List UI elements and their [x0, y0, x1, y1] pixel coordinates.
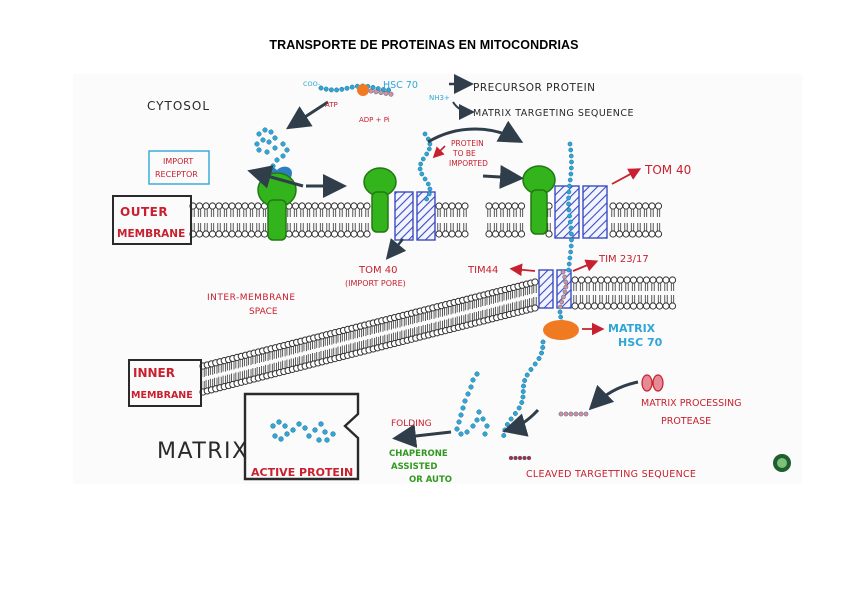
matrix-targeting-sequence-label: MATRIX TARGETING SEQUENCE — [473, 108, 634, 119]
arrow-targeting-seq — [452, 101, 475, 120]
matrix-processing-protease-shape — [641, 374, 664, 392]
chaperone-label-2: ASSISTED — [391, 462, 437, 472]
tom40-pore-1 — [394, 191, 436, 241]
whiteboard-background — [73, 74, 802, 484]
tim44-label: TIM44 — [467, 265, 498, 276]
outer-membrane-box — [112, 195, 192, 245]
arrow-to-cleaved — [502, 408, 540, 437]
tom40-pore-2 — [554, 185, 608, 239]
tim23-17-pore — [538, 269, 572, 309]
protein-to-be-imported-1: PROTEIN — [451, 139, 484, 148]
precursor-protein-label: PRECURSOR PROTEIN — [473, 82, 596, 94]
channel-logo-icon — [773, 454, 791, 472]
document-title: TRANSPORTE DE PROTEINAS EN MITOCONDRIAS — [269, 38, 579, 52]
active-protein-label: ACTIVE PROTEIN — [251, 466, 353, 479]
import-receptor-label-1: IMPORT — [163, 157, 193, 166]
matrix-hsc70-label-1: MATRIX — [608, 322, 656, 335]
protein-imported-pointer — [432, 145, 446, 159]
chaperone-label-3: OR AUTO — [409, 475, 452, 484]
inner-membrane-label-2: MEMBRANE — [131, 390, 193, 401]
membranes — [189, 202, 677, 396]
protein-to-be-imported-2: TO BE — [452, 149, 476, 158]
protein-to-be-imported-3: IMPORTED — [449, 159, 488, 168]
chaperone-label-1: CHAPERONE — [389, 449, 448, 459]
coo-label: COO- — [303, 80, 321, 88]
inner-membrane-box — [128, 359, 202, 407]
arrow-folding — [392, 424, 452, 448]
matrix-hsc70-label-2: HSC 70 — [618, 336, 663, 349]
import-receptor-label-2: RECEPTOR — [155, 170, 198, 179]
cleaved-targeting-sequence-label: CLEAVED TARGETTING SEQUENCE — [526, 469, 696, 480]
import-receptor-1 — [257, 166, 297, 241]
import-pore-label: (IMPORT PORE) — [345, 279, 406, 288]
tom40-pointer — [611, 168, 642, 185]
folding-label: FOLDING — [391, 419, 432, 429]
import-receptor-2 — [363, 167, 397, 233]
arrow-step-2 — [482, 164, 524, 189]
protease-label-1: MATRIX PROCESSING — [641, 398, 741, 409]
import-receptor-box — [148, 150, 210, 185]
import-receptor-3 — [522, 165, 556, 235]
tom40-right-label: TOM 40 — [644, 163, 691, 177]
arrow-receptor-label — [247, 165, 304, 189]
tim44-pointer — [509, 263, 536, 277]
arrow-tom40-label — [385, 238, 407, 260]
protein-bead-chains — [254, 83, 589, 461]
outer-membrane-label-2: MEMBRANE — [117, 228, 185, 240]
hsc70-cytosol-blob — [357, 84, 369, 96]
tim2317-pointer — [572, 259, 599, 272]
intermembrane-label-1: INTER-MEMBRANE — [207, 293, 296, 303]
arrow-to-receptor — [285, 100, 329, 130]
arrow-protease — [588, 380, 639, 411]
tom40-pore-label: TOM 40 — [358, 265, 398, 276]
protease-label-2: PROTEASE — [661, 416, 711, 427]
atp-label: ATP — [325, 101, 338, 109]
intermembrane-label-2: SPACE — [249, 307, 278, 317]
outer-membrane-label-1: OUTER — [120, 205, 168, 219]
adp-pi-label: ADP + Pi — [359, 116, 390, 124]
matrix-label: MATRIX — [157, 439, 249, 464]
nh3-label: NH3+ — [429, 94, 450, 102]
matrix-hsc70-blob — [543, 320, 579, 340]
tim2317-label: TIM 23/17 — [598, 254, 649, 265]
arrow-step-2-curve — [427, 120, 524, 144]
matrix-box — [243, 392, 360, 481]
cytosol-label: CYTOSOL — [147, 99, 210, 113]
hsc70-top-label: HSC 70 — [383, 80, 418, 91]
inner-membrane-label-1: INNER — [133, 366, 175, 380]
mitochondrial-import-diagram: CYTOSOL HSC 70 NH3+ COO- ATP ADP + Pi PR… — [73, 74, 802, 485]
